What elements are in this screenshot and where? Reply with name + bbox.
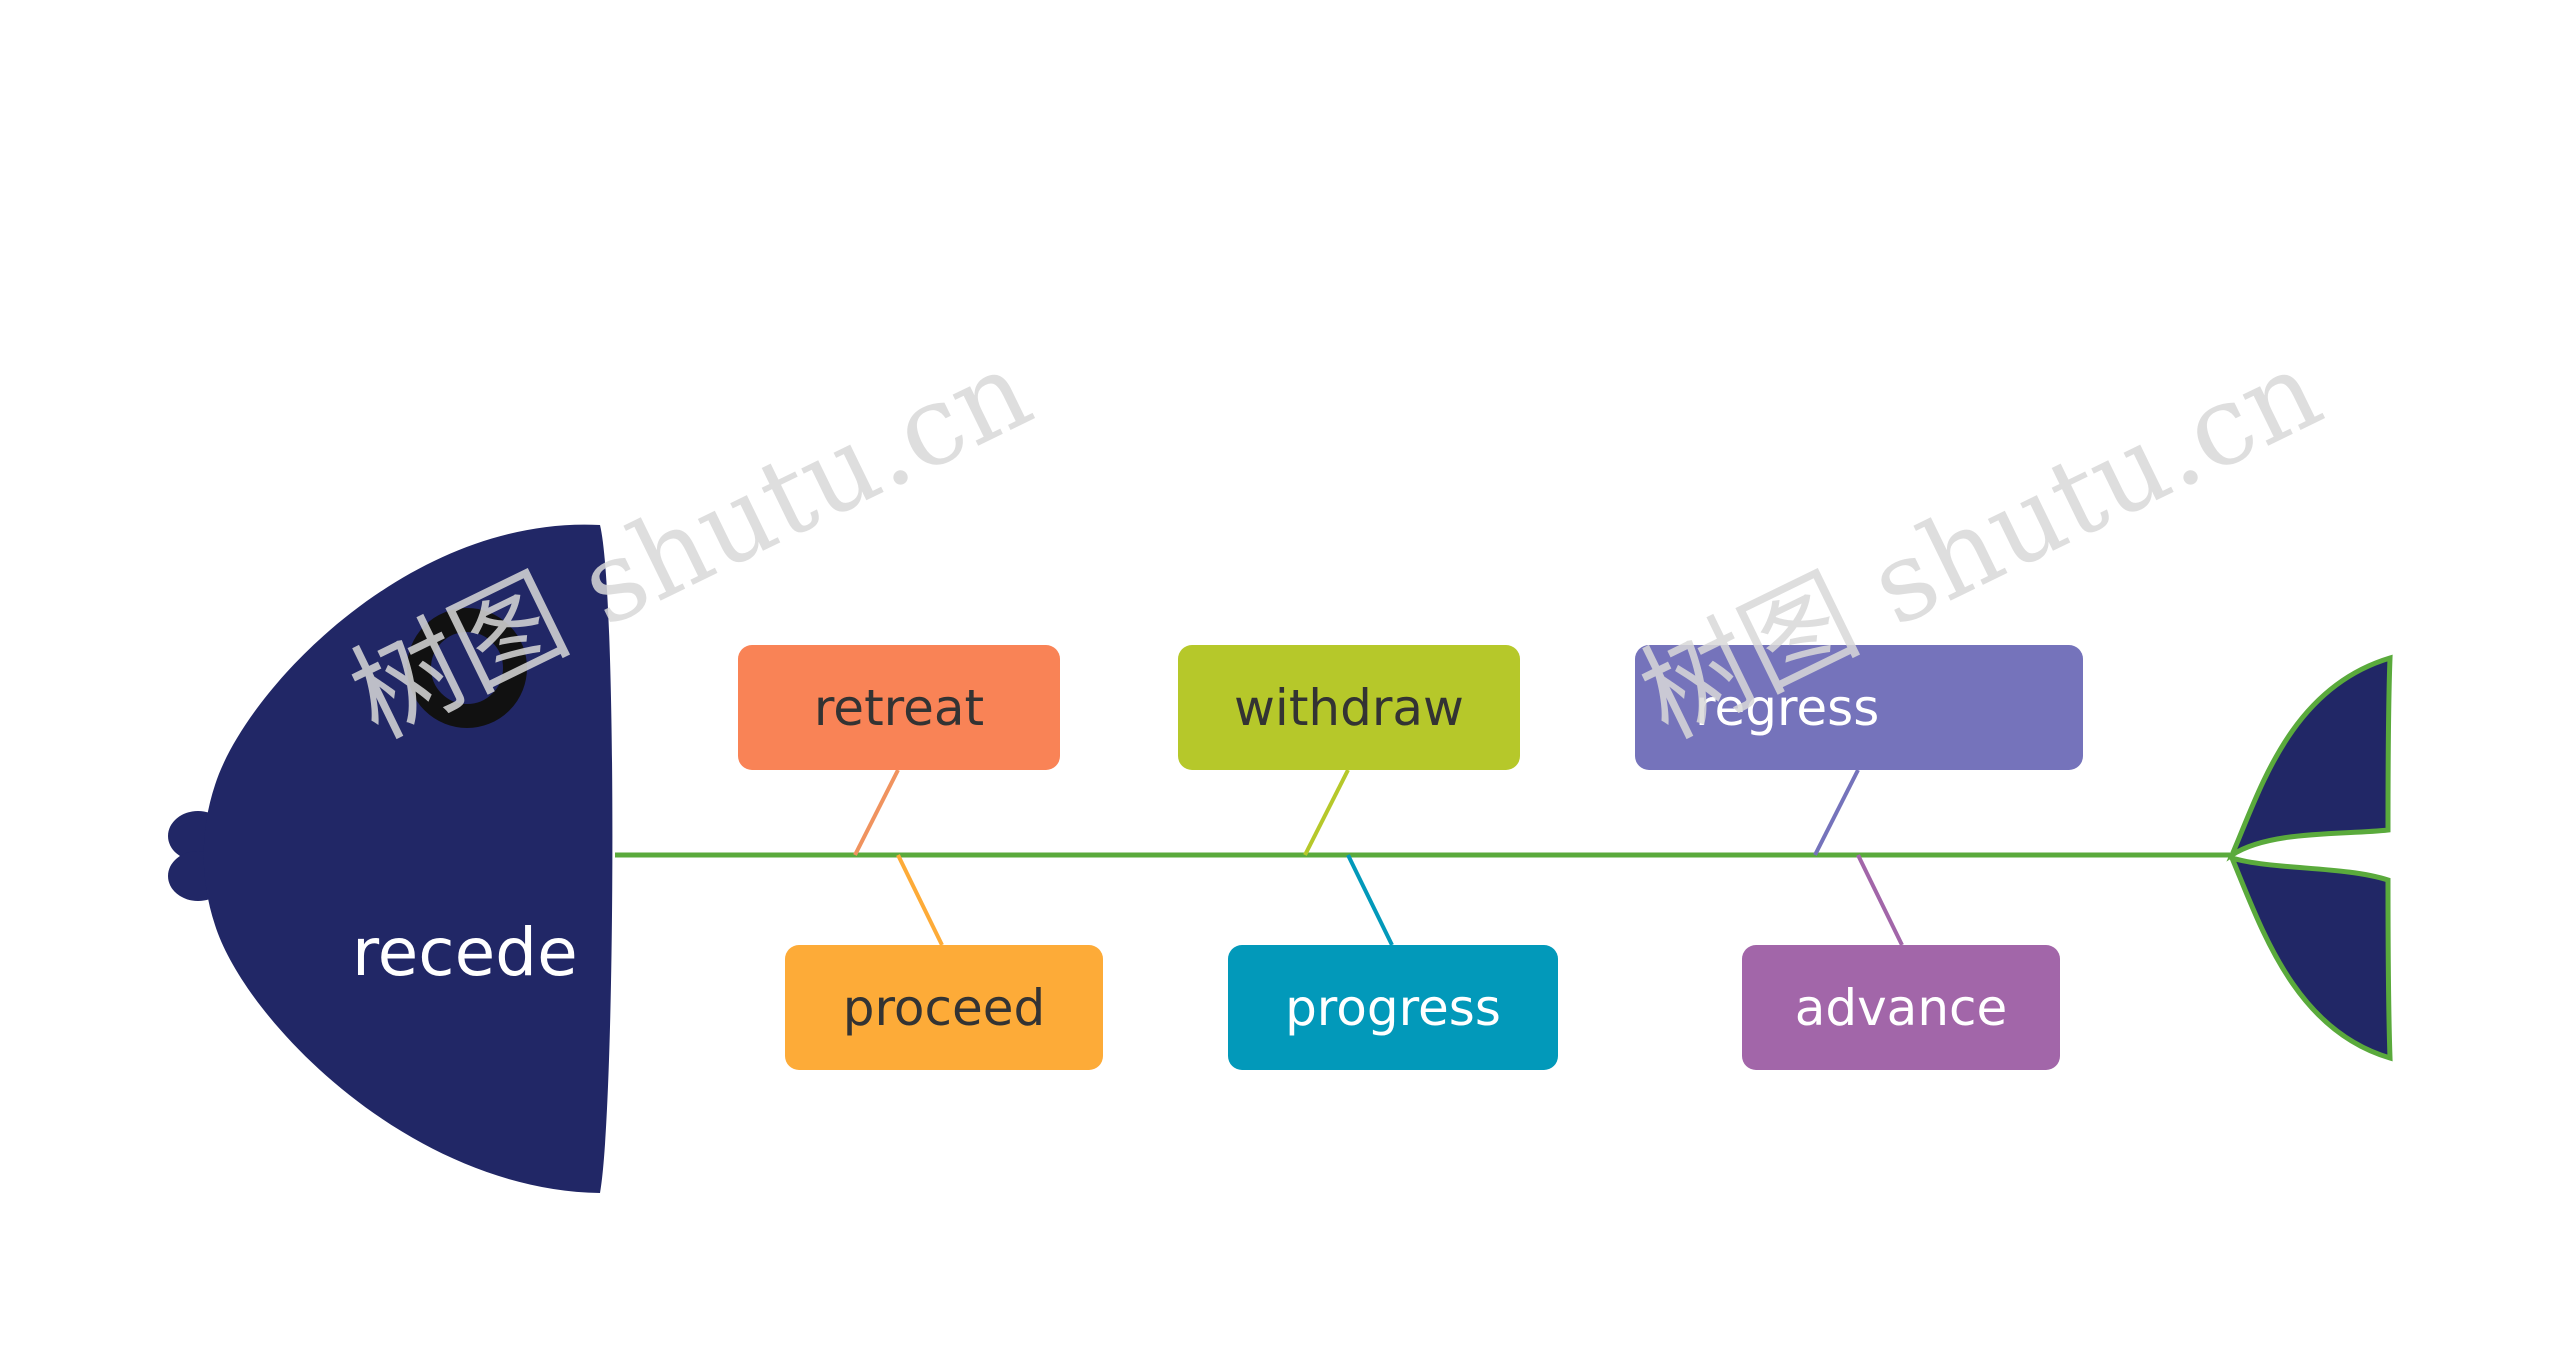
connector-progress: [1346, 854, 1394, 946]
head-label: recede: [352, 914, 578, 991]
connector-proceed: [896, 854, 944, 946]
tail-upper-fin: [2226, 654, 2393, 862]
branch-box-proceed: proceed: [785, 945, 1103, 1070]
branch-box-regress: regress: [1635, 645, 2083, 770]
branch-label: progress: [1285, 978, 1501, 1037]
branch-label: advance: [1794, 978, 2008, 1037]
connector-regress: [1813, 769, 1860, 856]
branch-box-advance: advance: [1742, 945, 2060, 1070]
fish-eye-icon: [407, 608, 527, 728]
head-body: [203, 524, 613, 1193]
fish-head: [168, 524, 613, 1193]
branch-label: regress: [1695, 678, 1880, 737]
branch-label: proceed: [842, 978, 1046, 1037]
branch-label: withdraw: [1234, 678, 1464, 737]
connector-advance: [1856, 854, 1904, 946]
connector-withdraw: [1303, 769, 1350, 856]
fish-tail: [2226, 654, 2393, 1062]
branch-label: retreat: [813, 678, 985, 737]
branch-box-withdraw: withdraw: [1178, 645, 1520, 770]
connector-retreat: [853, 769, 900, 856]
tail-lower-fin: [2227, 854, 2393, 1062]
branch-box-progress: progress: [1228, 945, 1558, 1070]
branch-box-retreat: retreat: [738, 645, 1060, 770]
